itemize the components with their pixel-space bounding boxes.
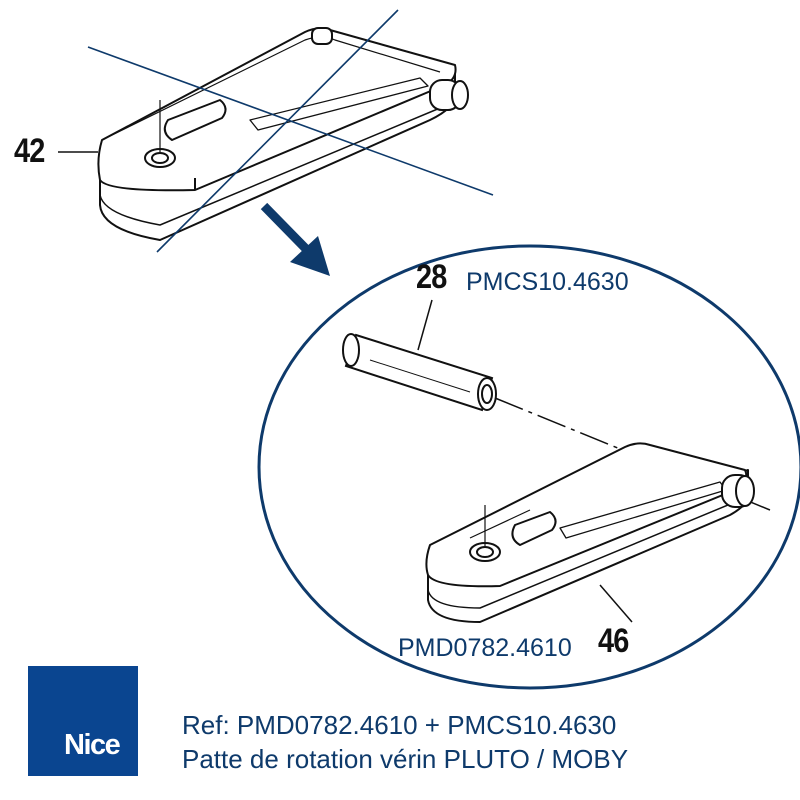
pin-reference: PMCS10.4630	[466, 268, 629, 296]
caption-reference: Ref: PMD0782.4610 + PMCS10.4630	[182, 710, 617, 740]
callout-28: 28	[416, 258, 447, 296]
callout-46: 46	[598, 622, 629, 660]
nice-logo: Nice	[28, 666, 138, 776]
cross-out-lines	[87, 9, 494, 253]
logo-text: Nice	[64, 729, 121, 761]
callout-42: 42	[14, 132, 45, 170]
bracket-46-drawing	[425, 442, 755, 623]
arrow-icon	[260, 202, 330, 276]
caption-description: Patte de rotation vérin PLUTO / MOBY	[182, 744, 629, 774]
bracket-reference: PMD0782.4610	[398, 634, 572, 662]
bracket-42-drawing	[58, 27, 469, 241]
detail-circle	[257, 244, 800, 690]
